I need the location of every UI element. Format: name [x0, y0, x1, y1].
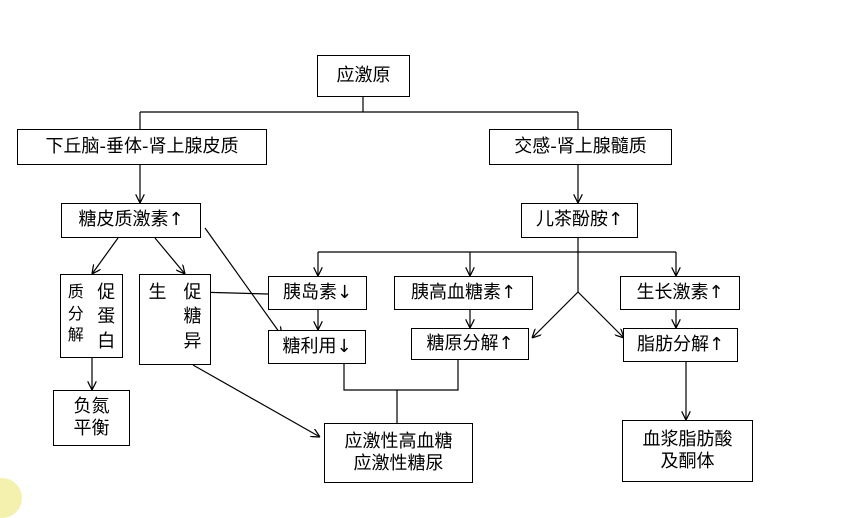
node-catecholamine: 儿茶酚胺↑ — [521, 203, 638, 238]
flowchart-connectors — [0, 96, 852, 502]
node-lipolysis: 脂肪分解↑ — [623, 328, 738, 362]
node-stress-hyperglycemia: 应激性高血糖 应激性糖尿 — [324, 423, 473, 483]
node-stressor: 应激原 — [317, 55, 410, 97]
edge-gc-gluconeo — [154, 237, 185, 274]
node-glucagon: 胰高血糖素↑ — [394, 276, 533, 310]
edge-center-lipolysis — [577, 291, 624, 338]
node-plasma-fatty-acids: 血浆脂肪酸 及酮体 — [622, 420, 753, 482]
node-sympathetic-adrenal: 交感-肾上腺髓质 — [489, 129, 672, 165]
protein-catabolism-col1: 质 分 解 — [67, 282, 84, 345]
edge-center-glycogenolysis — [532, 291, 579, 338]
node-glycogenolysis: 糖原分解↑ — [411, 328, 529, 360]
gluconeogenesis-col1: 生 — [148, 282, 167, 303]
node-glucose-utilization: 糖利用↓ — [268, 330, 366, 364]
node-hpa-axis: 下丘脑-垂体-肾上腺皮质 — [17, 129, 267, 165]
edge-gc-glucose-util — [204, 227, 282, 336]
node-glucocorticoid: 糖皮质激素↑ — [61, 203, 201, 238]
node-gluconeogenesis: 生 促 糖 异 — [139, 274, 211, 365]
node-insulin: 胰岛素↓ — [268, 276, 367, 310]
edge-merge-bracket — [343, 360, 459, 391]
gluconeogenesis-col2: 促 糖 异 — [183, 282, 202, 352]
node-growth-hormone: 生长激素↑ — [620, 276, 740, 310]
node-negative-nitrogen: 负氮 平衡 — [53, 390, 130, 446]
protein-catabolism-col2: 促 蛋 白 — [97, 282, 116, 352]
edge-gc-protein — [92, 237, 119, 274]
node-protein-catabolism: 质 分 解 促 蛋 白 — [60, 274, 123, 358]
edge-gluconeo-hyperglycemia — [192, 364, 320, 437]
